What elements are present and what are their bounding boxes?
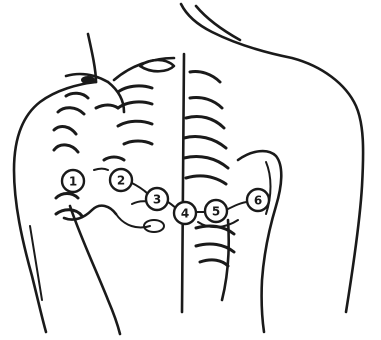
electrode-marker-4: 4: [174, 202, 196, 224]
left-ribs: [54, 93, 88, 216]
right-rib: [200, 260, 228, 266]
sternal-rib: [118, 121, 152, 126]
right-rib: [184, 156, 228, 168]
torso-outline: [14, 4, 363, 334]
sternal-rib: [118, 86, 152, 92]
left-rib: [58, 108, 84, 114]
left-rib: [56, 210, 82, 216]
sternal-rib: [96, 105, 118, 108]
electrode-marker-label: 5: [212, 205, 220, 219]
lead-wire: [94, 169, 108, 171]
right-flank-line: [222, 220, 229, 300]
sternal-rib: [104, 157, 124, 160]
right-ribs: [184, 71, 234, 266]
lead-wire: [226, 202, 248, 210]
sternal-ribs: [96, 86, 152, 160]
right-rib: [190, 97, 222, 108]
lead-wire: [130, 182, 148, 194]
electrode-marker-5: 5: [205, 200, 227, 222]
left-rib: [54, 127, 76, 134]
electrode-marker-label: 4: [181, 207, 189, 221]
sternal-notch-mark: [81, 76, 95, 84]
right-rib: [186, 116, 224, 128]
right-rib: [190, 71, 220, 82]
electrode-marker-label: 2: [117, 174, 125, 188]
electrode-marker-3: 3: [146, 188, 168, 210]
electrode-marker-label: 3: [153, 193, 161, 207]
left-rib: [56, 194, 78, 199]
sternal-rib: [124, 141, 152, 144]
mid-clavicular-line: [182, 54, 184, 312]
right-axilla-line: [238, 151, 281, 332]
electrode-markers: 1 2 3 4 5 6: [62, 169, 269, 224]
electrode-marker-label: 6: [254, 194, 262, 208]
left-flank-line: [70, 206, 120, 334]
upper-pectoral-curve: [140, 60, 174, 71]
right-rib: [184, 136, 226, 148]
left-rib: [54, 145, 78, 152]
electrode-marker-2: 2: [110, 169, 132, 191]
left-shoulder-line: [14, 82, 96, 332]
left-rib: [66, 93, 88, 98]
electrode-marker-6: 6: [247, 189, 269, 211]
electrode-marker-label: 1: [69, 175, 77, 189]
right-rib: [186, 176, 226, 184]
electrode-marker-1: 1: [62, 170, 84, 192]
